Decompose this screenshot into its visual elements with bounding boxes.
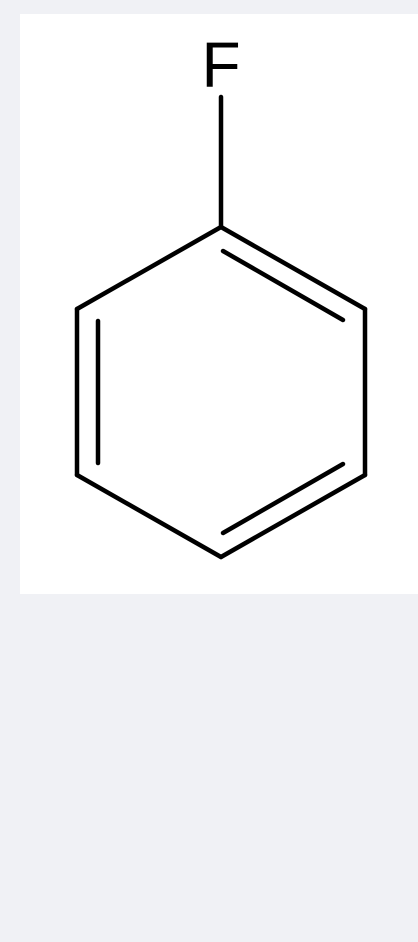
bond-ring-4 [74,472,224,560]
bond-ring-1 [218,224,368,312]
atom-label-f: F [201,29,240,101]
bond-ring-1-inner-double [220,248,346,323]
bond-ring-6 [74,224,224,312]
bond-ring-3 [218,472,368,560]
bond-ring-3-inner-double [220,461,346,536]
bond-group [74,94,368,560]
